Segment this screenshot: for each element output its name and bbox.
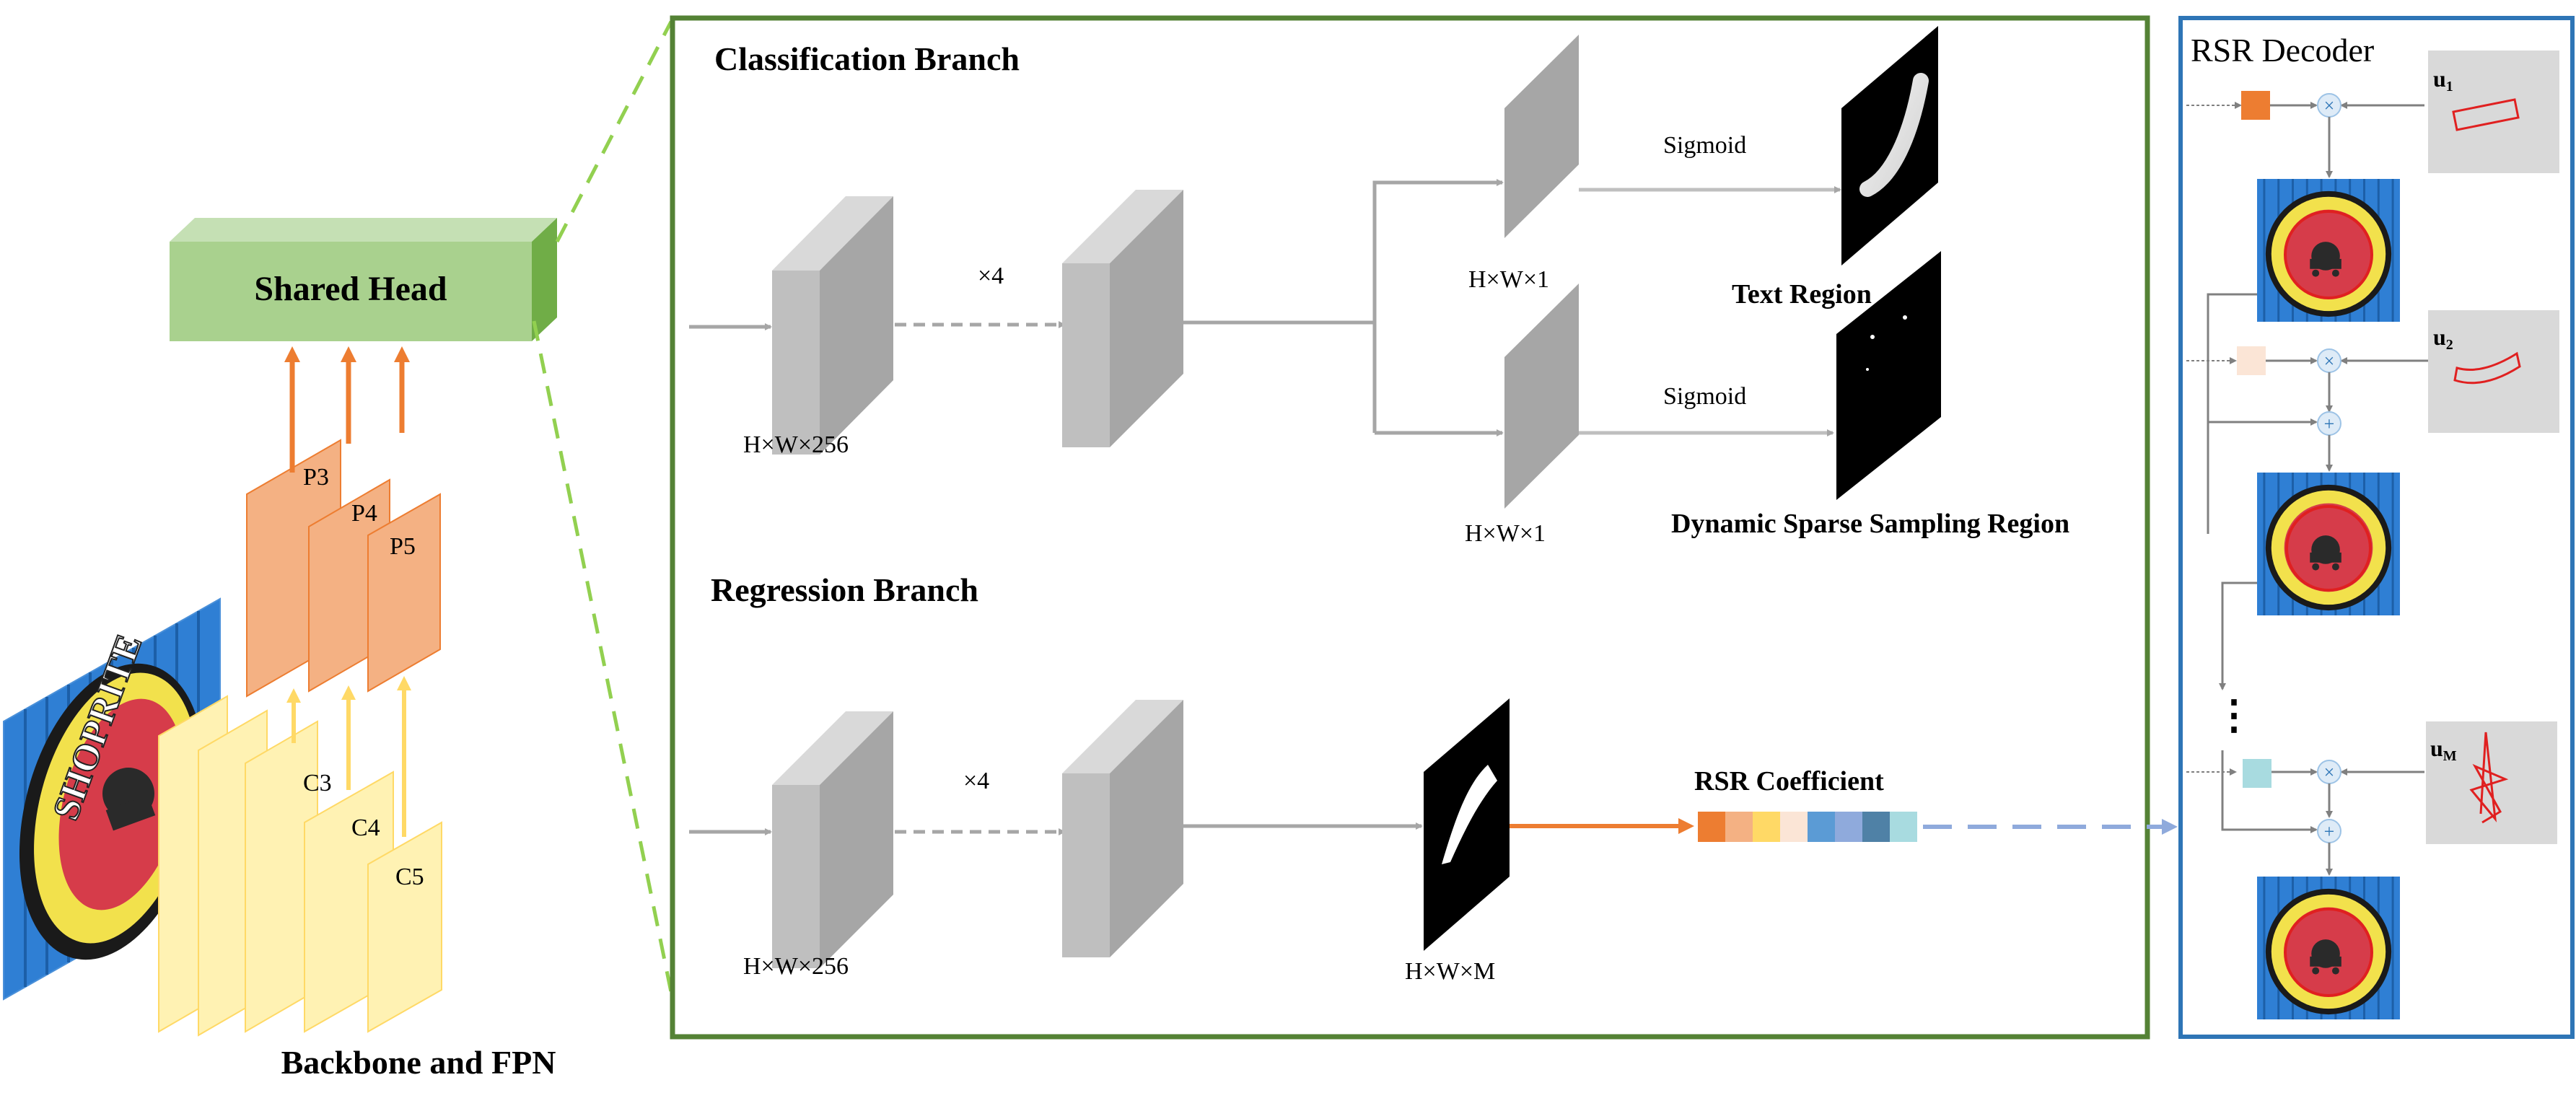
text-region-map: [1841, 26, 1938, 265]
decoder-frame: [2178, 16, 2575, 1039]
svg-text:u2: u2: [2433, 324, 2453, 353]
sampling-region-label: Dynamic Sparse Sampling Region: [1671, 509, 2069, 539]
multiply-node-m: ×: [2317, 760, 2341, 784]
p4-label: P4: [351, 500, 377, 527]
coefficient-cell: [1725, 812, 1753, 842]
classification-branch: Classification Branch H×W×256 ×4 H×W×1 S…: [689, 26, 2069, 547]
regression-title: Regression Branch: [711, 571, 978, 608]
coefficient-cell: [1890, 812, 1917, 842]
cls-out-dim-1: H×W×1: [1468, 266, 1549, 293]
lateral-connections: [286, 676, 411, 837]
coef-box-1: [2241, 91, 2270, 120]
coefficient-cell: [1753, 812, 1780, 842]
cls-feature-2: [1062, 190, 1183, 447]
svg-text:+: +: [2324, 821, 2335, 842]
basis-um: uM: [2426, 721, 2557, 844]
regression-map: [1424, 698, 1510, 951]
basis-u1: u1: [2428, 51, 2559, 173]
coefficient-cell: [1698, 812, 1725, 842]
cls-out-dim-2: H×W×1: [1465, 520, 1546, 547]
decoded-image-1: [2257, 179, 2400, 322]
svg-text:×: ×: [2324, 95, 2335, 116]
c3-label: C3: [303, 770, 332, 796]
reg-out-dim: H×W×M: [1405, 958, 1495, 985]
heads-frame: [670, 15, 2150, 1040]
cls-activation-1: Sigmoid: [1663, 132, 1746, 159]
reg-repeat: ×4: [963, 768, 989, 794]
rsr-coefficient-vector: [1698, 812, 1917, 842]
p5-label: P5: [390, 533, 416, 560]
multiply-node-2: ×: [2317, 348, 2341, 373]
multiply-node-1: ×: [2317, 93, 2341, 118]
reg-feature-2: [1062, 700, 1183, 957]
coef-box-m: [2243, 759, 2271, 788]
decoder-flow: × u1 × u2 +: [2186, 51, 2559, 1019]
coef-box-2: [2237, 346, 2266, 375]
coefficient-cell: [1835, 812, 1862, 842]
basis-u2: u2: [2428, 310, 2559, 433]
cls-input-dim: H×W×256: [743, 431, 849, 458]
sampling-region-map: [1836, 251, 1941, 500]
c-feature-stack: [158, 695, 442, 1037]
svg-text:×: ×: [2324, 351, 2335, 372]
reg-input-dim: H×W×256: [743, 953, 849, 980]
head-connections: [284, 346, 410, 473]
add-node-1: +: [2317, 411, 2341, 436]
decoder-ellipsis: ⋮: [2214, 693, 2254, 738]
cls-output-map-2: [1504, 284, 1579, 509]
coefficient-cell: [1808, 812, 1835, 842]
svg-text:+: +: [2324, 413, 2335, 434]
shared-head-block: Shared Head: [170, 218, 557, 341]
svg-text:×: ×: [2324, 762, 2335, 783]
backbone-fpn-panel: SHOPRITE C3 C4 C5 P3 P4 P5: [3, 218, 557, 1081]
p-feature-stack: [246, 439, 441, 698]
classification-title: Classification Branch: [714, 40, 1020, 77]
c5-label: C5: [395, 864, 424, 890]
zoom-lines: [532, 20, 673, 993]
p3-label: P3: [303, 464, 329, 491]
cls-repeat: ×4: [978, 263, 1004, 289]
decoder-title: RSR Decoder: [2191, 32, 2374, 69]
rsr-coefficient-label: RSR Coefficient: [1694, 766, 1884, 796]
reg-feature-1: [772, 711, 893, 968]
shared-head-label: Shared Head: [254, 270, 447, 308]
svg-text:uM: uM: [2430, 735, 2457, 764]
cls-feature-1: [772, 196, 893, 455]
decoded-image-2: [2257, 473, 2400, 615]
text-region-label: Text Region: [1732, 279, 1872, 310]
backbone-caption: Backbone and FPN: [281, 1044, 556, 1081]
svg-text:u1: u1: [2433, 66, 2453, 95]
c4-label: C4: [351, 815, 380, 841]
coefficient-cell: [1862, 812, 1890, 842]
decoded-image-m: [2257, 877, 2400, 1019]
coefficient-cell: [1780, 812, 1808, 842]
cls-output-map-1: [1504, 35, 1579, 238]
add-node-m: +: [2317, 819, 2341, 843]
cls-activation-2: Sigmoid: [1663, 383, 1746, 410]
regression-branch: Regression Branch H×W×256 ×4 H×W×M RSR C…: [689, 571, 1917, 985]
